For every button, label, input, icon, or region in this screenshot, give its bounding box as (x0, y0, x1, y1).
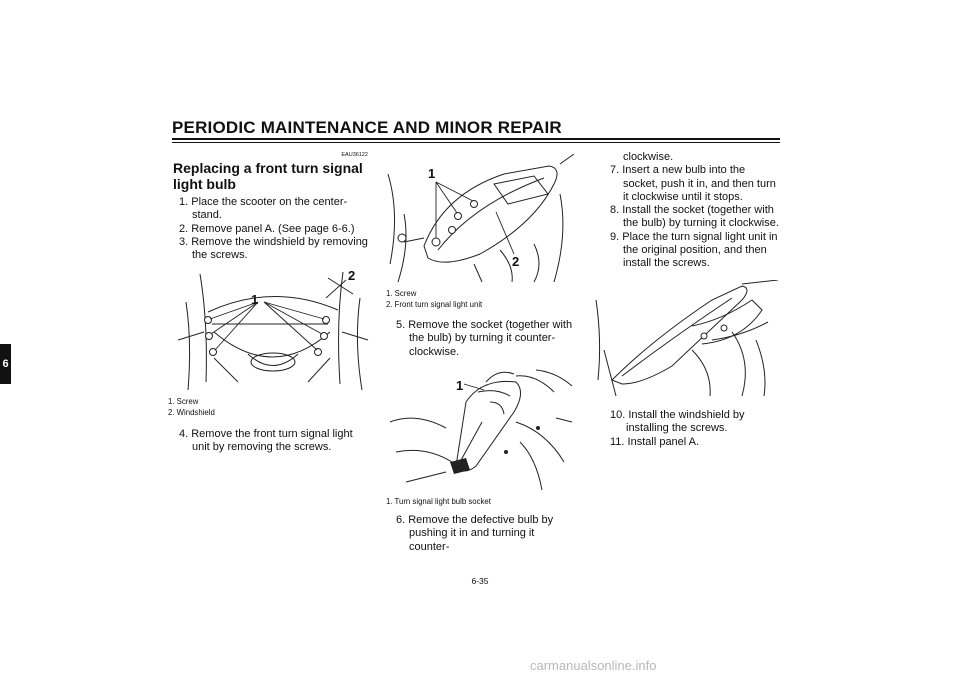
watermark-text: carmanualsonline.info (530, 658, 657, 673)
step-3: 3. Remove the windshield by removing the… (179, 235, 368, 262)
figure-windshield-screws: 1 2 (178, 268, 369, 391)
figure2-callout-2: 2 (512, 254, 519, 269)
figure1-callout-2: 2 (348, 268, 355, 283)
step-11: 11. Install panel A. (610, 435, 700, 448)
steps-list-3a: clockwise. 7. Insert a new bulb into the… (604, 151, 781, 271)
section-title: Replacing a front turn signal light bulb (173, 160, 363, 192)
figure3-callout-1: 1 (456, 378, 463, 393)
step-7: 7. Insert a new bulb into the socket, pu… (610, 164, 776, 203)
steps-list-3b: 10. Install the windshield by installing… (604, 409, 781, 449)
steps-list-1: 1. Place the scooter on the center-stand… (173, 196, 369, 262)
step-6-continuation: clockwise. (623, 151, 674, 163)
figure1-callout-1: 1 (251, 292, 258, 307)
figure-install-unit (595, 280, 779, 396)
step-4: 4. Remove the front turn signal light un… (179, 428, 353, 454)
section-code: EAU36122 (341, 152, 368, 158)
step-10: 10. Install the windshield by installing… (610, 409, 745, 435)
figure-turn-signal-unit: 1 2 (387, 154, 575, 283)
figure2-callout-1: 1 (428, 166, 435, 181)
steps-list-2b: 6. Remove the defective bulb by pushing … (390, 514, 576, 554)
steps-list-1b: 4. Remove the front turn signal light un… (173, 428, 369, 455)
step-1: 1. Place the scooter on the center-stand… (179, 196, 348, 222)
step-8: 8. Install the socket (together with the… (610, 204, 779, 230)
figure3-caption-1: 1. Turn signal light bulb socket (386, 497, 491, 506)
step-2: 2. Remove panel A. (See page 6-6.) (179, 222, 355, 235)
figure3-captions: 1. Turn signal light bulb socket (386, 496, 586, 507)
step-9: 9. Place the turn signal light unit in t… (610, 230, 778, 270)
figure-bulb-socket: 1 (389, 369, 573, 491)
chapter-tab: 6 (0, 344, 11, 384)
header-rule-thin (172, 142, 780, 143)
page-header-title: PERIODIC MAINTENANCE AND MINOR REPAIR (172, 118, 562, 137)
figure1-caption-1: 1. Screw (168, 397, 199, 406)
step-6: 6. Remove the defective bulb by pushing … (396, 514, 554, 553)
step-5: 5. Remove the socket (together with the … (396, 319, 573, 358)
steps-list-2a: 5. Remove the socket (together with the … (390, 319, 576, 359)
header-rule-thick (172, 138, 780, 140)
figure2-caption-1: 1. Screw (386, 289, 417, 298)
figure1-caption-2: 2. Windshield (168, 408, 215, 417)
page-number: 6-35 (471, 576, 489, 586)
figure1-captions: 1. Screw 2. Windshield (168, 396, 368, 418)
figure2-caption-2: 2. Front turn signal light unit (386, 300, 483, 309)
figure2-captions: 1. Screw 2. Front turn signal light unit (386, 288, 586, 310)
